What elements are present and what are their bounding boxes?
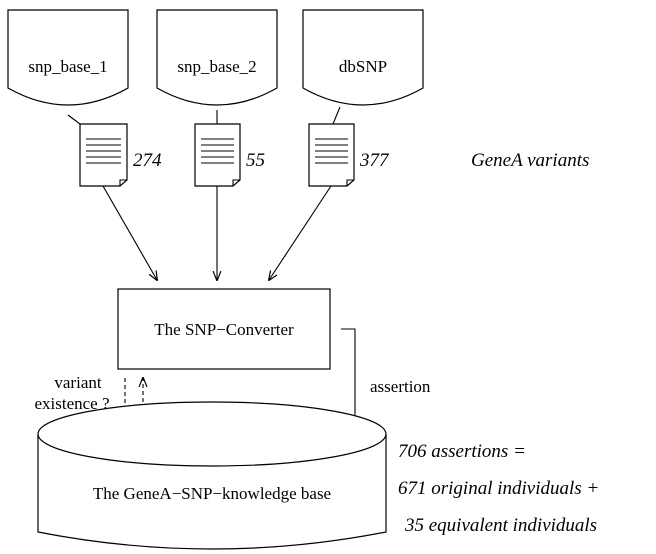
connector-line bbox=[67, 114, 81, 125]
knowledge-base-label: The GeneA−SNP−knowledge base bbox=[93, 484, 331, 503]
assertion-arrow bbox=[341, 328, 355, 432]
database-snp-base-2: snp_base_2 bbox=[156, 9, 278, 106]
variants-label: GeneA variants bbox=[471, 150, 589, 171]
document-icon bbox=[308, 123, 355, 187]
database-snp-base-1: snp_base_1 bbox=[7, 9, 129, 106]
arrow bbox=[102, 185, 157, 280]
document-icon bbox=[194, 123, 241, 187]
query-label-line-2: existence ? bbox=[34, 394, 109, 413]
summary-line-1: 706 assertions = bbox=[398, 441, 526, 462]
summary-line-2: 671 original individuals + bbox=[398, 478, 599, 499]
database-dbsnp: dbSNP bbox=[302, 9, 424, 106]
database-label: dbSNP bbox=[339, 57, 387, 76]
query-label-line-1: variant bbox=[54, 373, 101, 392]
variant-count: 377 bbox=[359, 150, 390, 171]
arrow bbox=[269, 185, 332, 280]
summary-line-3: 35 equivalent individuals bbox=[404, 515, 597, 536]
knowledge-base-cylinder: The GeneA−SNP−knowledge base bbox=[37, 401, 387, 550]
snp-converter-box: The SNP−Converter bbox=[117, 288, 331, 370]
connector-line bbox=[332, 106, 341, 125]
converter-label: The SNP−Converter bbox=[154, 320, 294, 339]
variant-count: 274 bbox=[133, 150, 162, 171]
database-label: snp_base_2 bbox=[177, 57, 256, 76]
variant-count: 55 bbox=[246, 150, 265, 171]
assertion-label: assertion bbox=[370, 377, 431, 396]
document-icon bbox=[79, 123, 128, 187]
database-label: snp_base_1 bbox=[28, 57, 107, 76]
